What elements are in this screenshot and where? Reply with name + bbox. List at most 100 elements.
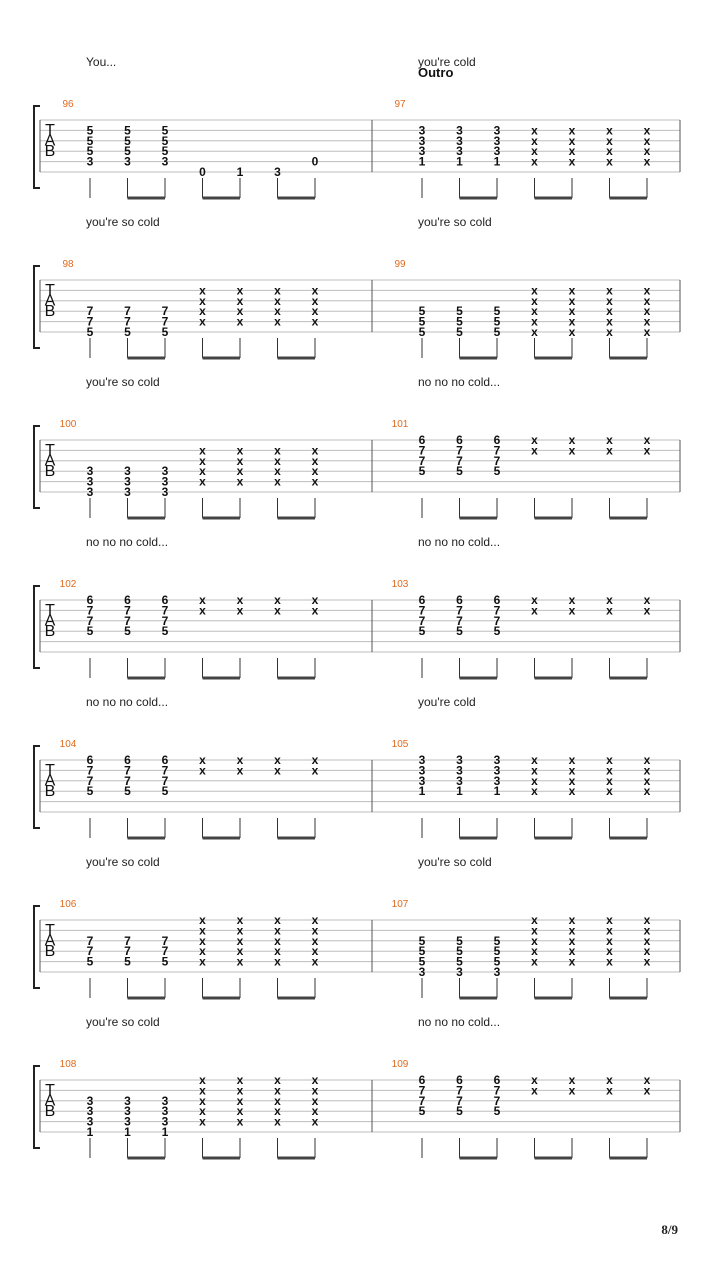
fret-number: 3 (124, 1094, 131, 1108)
section-marker: Outro (418, 65, 453, 80)
lyric-text: you're so cold (86, 855, 160, 869)
fret-number: x (531, 593, 538, 607)
fret-number: x (606, 923, 613, 937)
fret-number: 7 (456, 1094, 463, 1108)
fret-number: x (606, 774, 613, 788)
fret-number: x (606, 603, 613, 617)
fret-number: x (644, 304, 651, 318)
fret-number: 7 (456, 603, 463, 617)
measure-number: 97 (394, 99, 406, 110)
fret-number: x (199, 283, 206, 297)
fret-number: 6 (494, 433, 501, 447)
fret-number: 7 (162, 315, 169, 329)
fret-number: x (644, 955, 651, 969)
fret-number: x (644, 1073, 651, 1087)
fret-number: x (606, 944, 613, 958)
tab-clef-letter: A (45, 1092, 56, 1109)
fret-number: 7 (124, 304, 131, 318)
fret-number: 5 (87, 955, 94, 969)
fret-number: x (531, 955, 538, 969)
tab-clef-letter: A (45, 132, 56, 149)
tab-clef-letter: B (45, 623, 56, 640)
fret-number: x (644, 155, 651, 169)
fret-number: 3 (456, 144, 463, 158)
fret-number: 6 (419, 433, 426, 447)
fret-number: 5 (456, 315, 463, 329)
fret-number: x (312, 923, 319, 937)
fret-number: 5 (87, 784, 94, 798)
fret-number: x (606, 433, 613, 447)
fret-number: x (237, 593, 244, 607)
fret-number: 5 (162, 624, 169, 638)
fret-number: x (644, 144, 651, 158)
fret-number: 1 (237, 165, 244, 179)
fret-number: 5 (494, 315, 501, 329)
fret-number: x (644, 134, 651, 148)
tab-clef-letter: T (45, 282, 55, 299)
fret-number: x (199, 1094, 206, 1108)
fret-number: x (312, 593, 319, 607)
measure-number: 100 (60, 419, 77, 430)
fret-number: x (531, 155, 538, 169)
fret-number: 5 (87, 144, 94, 158)
fret-number: x (237, 1083, 244, 1097)
fret-number: 7 (124, 934, 131, 948)
fret-number: 3 (124, 475, 131, 489)
fret-number: 6 (87, 753, 94, 767)
lyric-text: you're cold (418, 55, 476, 69)
fret-number: 7 (87, 614, 94, 628)
fret-number: 5 (494, 944, 501, 958)
fret-number: x (569, 593, 576, 607)
fret-number: 3 (162, 485, 169, 499)
fret-number: x (569, 1083, 576, 1097)
fret-number: 5 (162, 325, 169, 339)
fret-number: 5 (124, 134, 131, 148)
tab-clef-letter: T (45, 602, 55, 619)
fret-number: 6 (162, 753, 169, 767)
fret-number: x (274, 475, 281, 489)
fret-number: x (644, 774, 651, 788)
measure-number: 102 (60, 579, 77, 590)
fret-number: x (274, 454, 281, 468)
fret-number: 7 (419, 614, 426, 628)
fret-number: 3 (456, 965, 463, 979)
fret-number: x (274, 934, 281, 948)
fret-number: 6 (494, 1073, 501, 1087)
measure-number: 104 (60, 739, 77, 750)
fret-number: 7 (162, 304, 169, 318)
fret-number: 3 (124, 464, 131, 478)
fret-number: x (199, 475, 206, 489)
tab-clef-letter: A (45, 772, 56, 789)
fret-number: x (199, 913, 206, 927)
fret-number: x (531, 1073, 538, 1087)
fret-number: 5 (419, 944, 426, 958)
fret-number: 5 (494, 1104, 501, 1118)
fret-number: 7 (494, 614, 501, 628)
fret-number: 3 (162, 1115, 169, 1129)
fret-number: 3 (87, 1094, 94, 1108)
fret-number: x (569, 123, 576, 137)
fret-number: 3 (87, 485, 94, 499)
measure-number: 108 (60, 1059, 77, 1070)
fret-number: x (274, 763, 281, 777)
fret-number: x (569, 774, 576, 788)
fret-number: 7 (162, 934, 169, 948)
fret-number: x (274, 1083, 281, 1097)
fret-number: x (569, 325, 576, 339)
fret-number: x (606, 763, 613, 777)
fret-number: x (531, 283, 538, 297)
fret-number: x (312, 464, 319, 478)
lyric-text: You... (86, 55, 116, 69)
fret-number: 3 (456, 763, 463, 777)
fret-number: x (531, 144, 538, 158)
fret-number: x (569, 304, 576, 318)
measure-number: 109 (392, 1059, 409, 1070)
lyric-text: no no no cold... (418, 375, 500, 389)
system-bracket (33, 265, 40, 349)
fret-number: 3 (274, 165, 281, 179)
fret-number: 7 (162, 603, 169, 617)
fret-number: x (569, 763, 576, 777)
fret-number: 1 (456, 155, 463, 169)
fret-number: x (237, 603, 244, 617)
fret-number: x (569, 283, 576, 297)
